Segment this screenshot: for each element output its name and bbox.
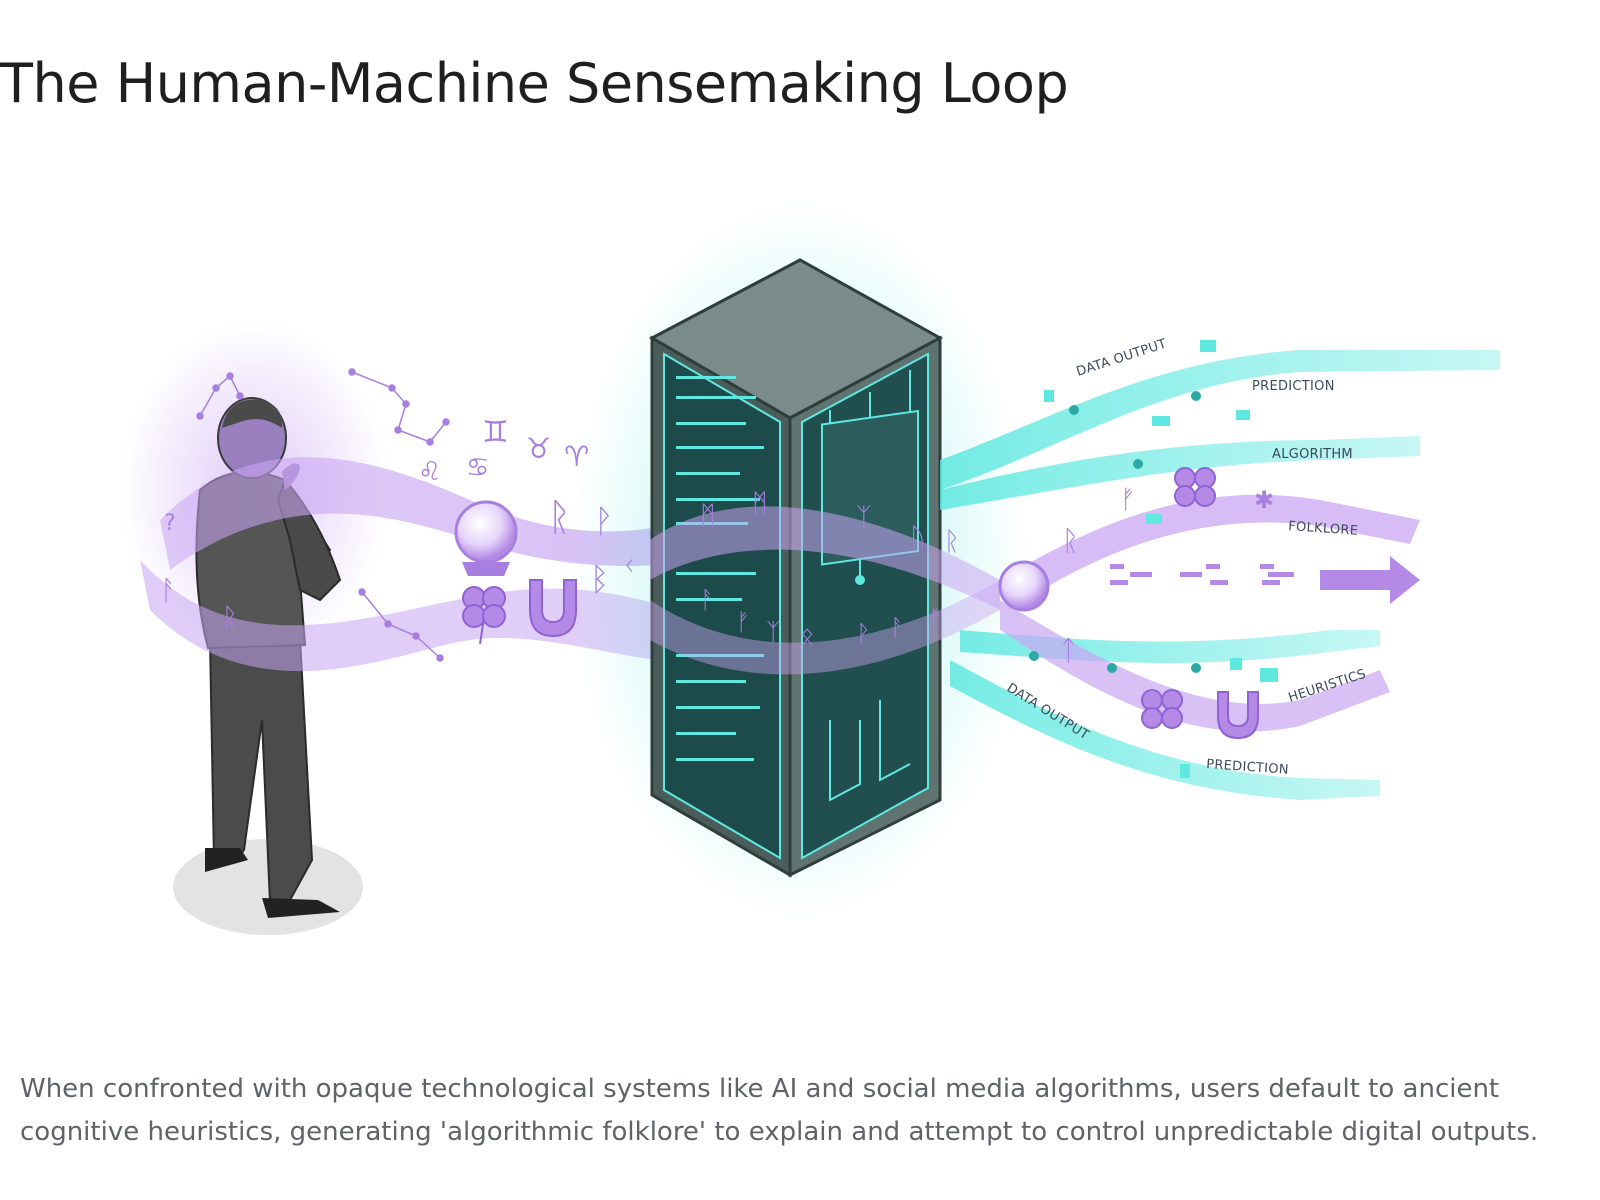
rune-glyph: ᚱ — [1062, 524, 1079, 557]
rune-glyph: ᚱ — [548, 495, 571, 539]
output-arrow — [1320, 556, 1420, 604]
label-prediction-top: PREDICTION — [1252, 379, 1335, 394]
data-stream-ribbon — [940, 436, 1420, 510]
crystal-ball-base — [462, 562, 510, 576]
constellation-icon — [358, 588, 444, 662]
constellation-icon — [348, 368, 450, 446]
svg-text:ᛉ: ᛉ — [856, 503, 872, 533]
server-code-display — [676, 376, 764, 761]
server-rack — [570, 200, 1030, 920]
data-stream-ribbon — [940, 350, 1500, 490]
label-prediction-bottom: PREDICTION — [1206, 757, 1290, 778]
data-nodes — [1029, 391, 1201, 673]
zodiac-gemini-icon: ♊ — [482, 415, 509, 450]
svg-text:ᛗ: ᛗ — [700, 501, 716, 531]
rune-glyph: ᚱ — [222, 603, 238, 633]
svg-text:ᚱ: ᚱ — [944, 527, 960, 557]
svg-text:ᚢ: ᚢ — [910, 523, 926, 553]
server-front-panel — [663, 352, 781, 860]
person-hair — [222, 399, 283, 428]
sensemaking-loop-illustration: ᚱ ᚹ ᛒ ᚲ ♊ ♉ ♈ ♌ ♋ ᚨ ᚱ ? — [120, 200, 1500, 935]
label-folklore: FOLKLORE — [1288, 519, 1359, 539]
zodiac-taurus-icon: ♉ — [526, 432, 551, 465]
data-bits — [1044, 340, 1278, 778]
data-packets — [1110, 564, 1294, 585]
label-data-output-top: DATA OUTPUT — [1075, 337, 1169, 380]
svg-text:ᚨ: ᚨ — [890, 614, 904, 642]
horseshoe-icon — [1217, 691, 1259, 740]
folklore-stream-ribbon — [1000, 600, 1390, 732]
rune-glyph: ᚠ — [1120, 485, 1136, 515]
rune-glyph: ᛏ — [1060, 634, 1077, 667]
folklore-stream-through-server — [650, 506, 1000, 610]
svg-text:ᛟ: ᛟ — [800, 622, 814, 650]
constellation-icon — [196, 372, 244, 420]
svg-text:ᚹ: ᚹ — [856, 620, 870, 648]
svg-text:ᛉ: ᛉ — [766, 618, 780, 646]
folklore-stream-through-server — [650, 580, 1000, 675]
server-runes: ᛗ ᛗ ᛉ ᚢ ᚱ ᚨ ᚠ ᛉ ᛟ ᚹ ᚨ ᚠ — [700, 489, 960, 650]
svg-text:ᚠ: ᚠ — [928, 604, 942, 632]
clover-icon — [462, 586, 506, 645]
folklore-stream-ribbon — [1000, 494, 1420, 610]
person-shoes — [205, 848, 340, 918]
clover-icon — [1174, 467, 1216, 507]
crystal-ball-icon — [454, 500, 518, 564]
caption-text: When confronted with opaque technologica… — [20, 1074, 1539, 1147]
svg-text:ᚨ: ᚨ — [700, 586, 714, 614]
data-stream-ribbon — [950, 660, 1380, 800]
clover-icon — [1141, 689, 1183, 729]
svg-text:ᚠ: ᚠ — [736, 608, 750, 636]
crystal-ball-icon — [998, 560, 1050, 612]
dancer-icon: ✱ — [1254, 486, 1274, 514]
page-title: The Human-Machine Sensemaking Loop — [0, 52, 1069, 115]
question-mark-icon: ? — [164, 511, 176, 536]
horseshoe-icon — [529, 579, 577, 638]
rune-glyph: ᚨ — [160, 574, 177, 607]
svg-text:ᛗ: ᛗ — [752, 489, 768, 519]
output-streams: ᚱ ᚠ ᛏ ✱ DATA OUTPUT PREDICTION ALGORITHM… — [940, 337, 1500, 800]
label-algorithm: ALGORITHM — [1272, 447, 1353, 462]
zodiac-cancer-icon: ♋ — [466, 453, 489, 483]
zodiac-leo-icon: ♌ — [418, 457, 441, 487]
